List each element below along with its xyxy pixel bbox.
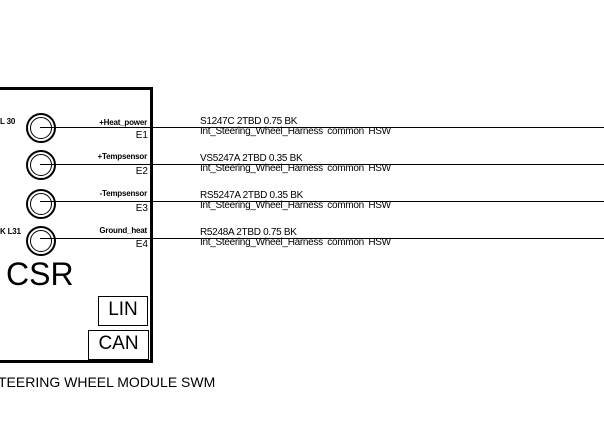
pin-e3-connector [26, 189, 56, 219]
pin-e1-id: E1 [135, 130, 148, 141]
module-box [0, 87, 153, 363]
wire-e2-harness: Int_Steering_Wheel_Harness common HSW [200, 163, 391, 174]
pin-e1-signal-label: +Heat_power [99, 118, 147, 127]
pin-e4-connector [26, 226, 56, 256]
wire-e4-spec: R5248A 2TBD 0.75 BK [200, 227, 297, 238]
wire-e1-harness: Int_Steering_Wheel_Harness common HSW [200, 126, 391, 137]
module-name: CSR [6, 256, 74, 292]
wire-e3 [40, 201, 604, 202]
pin-e3-signal-label: -Tempsensor [99, 189, 148, 198]
wire-e3-harness: Int_Steering_Wheel_Harness common HSW [200, 200, 391, 211]
wire-e1-spec: S1247C 2TBD 0.75 BK [200, 116, 298, 127]
pin-e4-terminal-label: K L31 [0, 227, 21, 236]
pin-e4-signal-label: Ground_heat [99, 226, 147, 235]
module-caption: TEERING WHEEL MODULE SWM [0, 374, 216, 390]
pin-e1-terminal-label: L 30 [0, 117, 16, 126]
can-bus-box: CAN [88, 330, 149, 360]
pin-e1-connector [26, 113, 56, 143]
pin-e3-id: E3 [135, 203, 148, 214]
pin-e2-id: E2 [135, 166, 148, 177]
pin-e2-connector [26, 150, 56, 180]
wire-e4-harness: Int_Steering_Wheel_Harness common HSW [200, 237, 391, 248]
wire-e2-spec: VS5247A 2TBD 0.35 BK [200, 153, 303, 164]
wire-e4 [40, 238, 604, 239]
wire-e2 [40, 164, 604, 165]
pin-e2-signal-label: +Tempsensor [97, 152, 148, 161]
wire-e1 [40, 127, 604, 128]
wire-e3-spec: RS5247A 2TBD 0.35 BK [200, 190, 303, 201]
lin-bus-box: LIN [98, 296, 148, 326]
pin-e4-id: E4 [135, 239, 148, 250]
